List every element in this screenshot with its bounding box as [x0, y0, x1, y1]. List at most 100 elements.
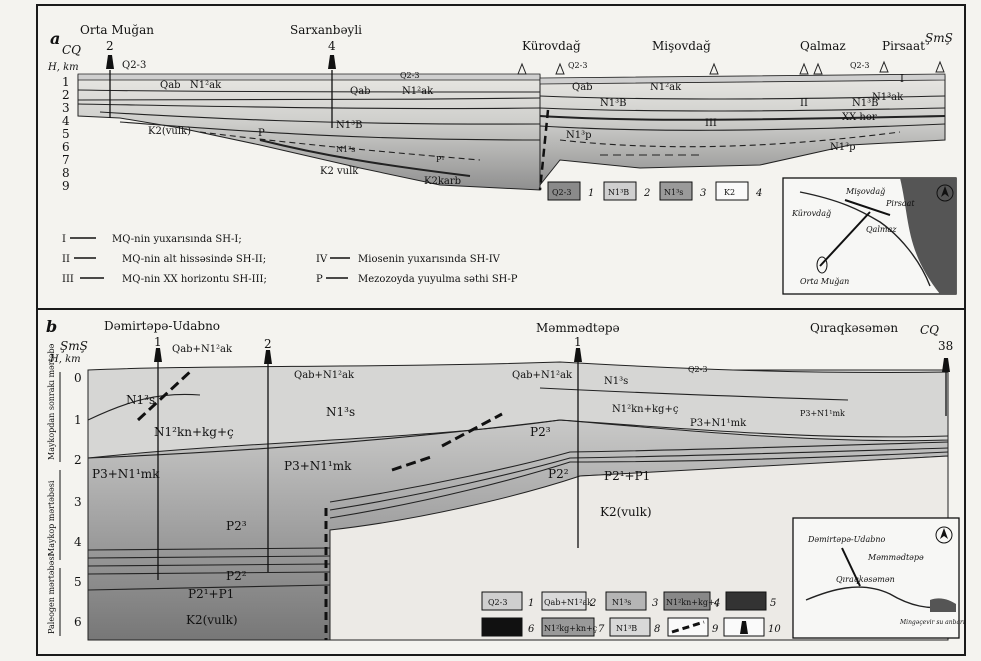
depth-tick: 9	[62, 179, 70, 193]
well-number: 2	[106, 39, 114, 53]
panel-b-left-code: ŞmŞ	[60, 339, 88, 353]
place-name-orta-mugan: Orta Muğan	[80, 23, 154, 37]
legend-num: 2	[643, 188, 650, 199]
unit-label: XX hor	[842, 112, 877, 123]
place-name-demirtepe: Dəmirtəpə-Udabno	[104, 319, 220, 333]
unit-label: N1²ak	[402, 86, 434, 97]
unit-label: K2(vulk)	[186, 613, 238, 627]
unit-label: N1²ak	[190, 80, 222, 91]
well-icon	[574, 348, 582, 362]
unit-label: P2²	[226, 569, 247, 583]
surface-band	[78, 74, 540, 80]
unit-label: P3+N1¹mk	[284, 459, 352, 473]
unit-label: N1³B	[600, 98, 626, 109]
unit-label: P2¹+P1	[604, 469, 650, 483]
unit-label: Qab+N1²ak	[294, 370, 355, 381]
unit-label: Q2-3	[400, 71, 419, 80]
legend-num: 3	[700, 188, 706, 199]
unit-label: P2³	[226, 519, 247, 533]
place-name-memmedtepe: Məmmədtəpə	[536, 321, 620, 335]
key-text: Mezozoyda yuyulma səthi SH-P	[358, 274, 518, 285]
depth-tick: 6	[62, 140, 70, 154]
panel-a-left-code: CQ	[62, 43, 81, 57]
place-name-qalmaz: Qalmaz	[800, 39, 846, 53]
legend-num: 1	[588, 188, 594, 199]
map-label: Mingəçevir su anbarı	[899, 619, 965, 626]
depth-tick: 1	[74, 413, 82, 427]
well-number: 1	[154, 335, 162, 349]
depth-tick: 3	[62, 101, 70, 115]
place-name-qiraqkesemen: Qıraqkəsəmən	[810, 321, 898, 335]
complex-label: Paleogen mərtəbəsi	[47, 553, 56, 634]
unit-label: Qab	[350, 86, 371, 97]
legend-code: Q2-3	[552, 188, 571, 197]
unit-label: Q2-3	[568, 61, 587, 70]
legend-num: 7	[598, 624, 605, 635]
unit-label: Qab	[572, 82, 593, 93]
legend-num: 4	[713, 598, 720, 609]
key-text: Miosenin yuxarısında SH-IV	[358, 254, 501, 265]
depth-tick: 7	[62, 153, 70, 167]
unit-label: N1²kn+kg+ç	[612, 404, 679, 415]
unit-label: P2³	[530, 425, 551, 439]
place-name-pirsaat: Pirsaat	[882, 39, 925, 53]
key-roman: II	[62, 254, 70, 265]
map-label: Dəmirtəpə-Udabno	[807, 535, 886, 544]
unit-label: N1³B	[336, 120, 362, 131]
unit-label: N1²ak	[650, 82, 682, 93]
panel-a: a CQ ŞmŞ H, km 1 2 3 4 5 6 7 8 9	[47, 23, 956, 294]
well-icon	[106, 55, 114, 69]
unit-label: Qab	[160, 80, 181, 91]
legend-num: 10	[768, 624, 781, 635]
unit-label: P3+N1¹mk	[690, 418, 747, 429]
legend-code: N1²kn+kg+ç	[666, 598, 720, 607]
unit-label: I	[900, 74, 904, 85]
key-roman: III	[62, 274, 74, 285]
unit-label: P3+N1¹mk	[92, 467, 160, 481]
unit-label: N1³p	[830, 142, 856, 153]
well-number: 38	[938, 339, 953, 353]
horizon-key: I MQ-nin yuxarısında SH-I; II MQ-nin alt…	[62, 234, 518, 285]
depth-tick: 5	[74, 575, 82, 589]
unit-label: P2¹+P1	[188, 587, 234, 601]
well-number: 4	[328, 39, 336, 53]
map-label: Mişovdağ	[845, 187, 885, 196]
legend-num: 2	[589, 598, 596, 609]
map-label: Orta Muğan	[800, 277, 849, 286]
complex-label: Maykop mərtəbəsi	[47, 480, 56, 556]
unit-label: Q2-3	[850, 61, 869, 70]
depth-tick: 8	[62, 166, 70, 180]
depth-tick: 2	[62, 88, 70, 102]
legend-code: Q2-3	[488, 598, 507, 607]
well-icon	[264, 350, 272, 364]
panel-b-letter: b	[46, 317, 57, 336]
legend-num: 1	[528, 598, 534, 609]
well-number: 1	[574, 335, 582, 349]
unit-label: K2karb	[424, 176, 461, 187]
panel-a-depth-ticks: 1 2 3 4 5 6 7 8 9	[62, 75, 70, 193]
inset-map-b: Dəmirtəpə-Udabno Məmmədtəpə Qıraqkəsəmən…	[793, 518, 965, 638]
legend-num: 8	[654, 624, 660, 635]
legend-code: N1³s	[612, 598, 631, 607]
unit-label: Q2-3	[122, 60, 146, 71]
map-label: Pirsaat	[885, 199, 915, 208]
unit-label: P2²	[548, 467, 569, 481]
well-icon	[942, 358, 950, 372]
unit-label: K2 vulk	[320, 166, 359, 177]
depth-tick: 4	[74, 535, 82, 549]
depth-tick: 5	[62, 127, 70, 141]
unit-label: P3+N1¹mk	[800, 409, 845, 418]
well-icon	[154, 348, 162, 362]
key-text: MQ-nin XX horizontu SH-III;	[122, 274, 267, 285]
legend-a: Q2-3 1 N1³B 2 N1³s 3 K2 4	[548, 182, 762, 200]
unit-label: N1³s	[326, 405, 355, 419]
depth-tick: 3	[74, 495, 82, 509]
legend-code: N1³B	[608, 188, 629, 197]
legend-num: 5	[770, 598, 776, 609]
unit-label: Q2-3	[688, 365, 707, 374]
depth-tick: 6	[74, 615, 82, 629]
unit-label: N1³s	[336, 145, 355, 154]
legend-num: 4	[755, 188, 762, 199]
depth-tick: 4	[62, 114, 70, 128]
